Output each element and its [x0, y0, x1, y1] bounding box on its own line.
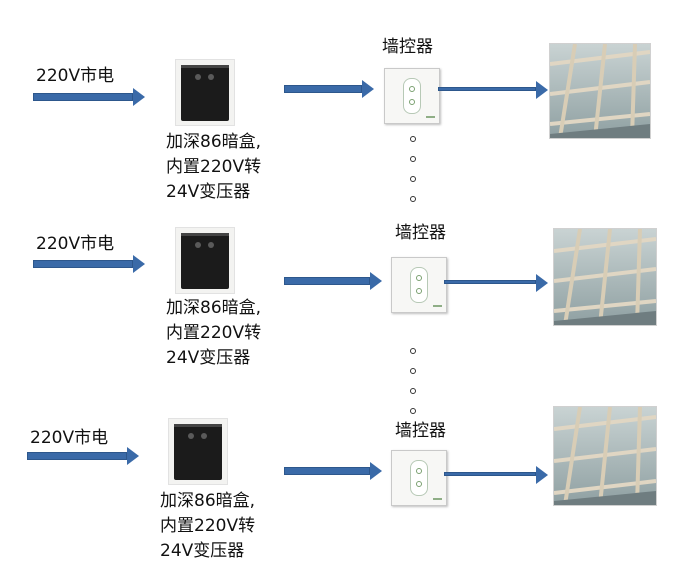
continuation-dot: [410, 348, 416, 354]
box-desc-line1: 加深86暗盒,: [160, 491, 256, 511]
box-desc-line1: 加深86暗盒,: [166, 298, 262, 318]
continuation-dot: [410, 196, 416, 202]
box-to-wall-arrow: [284, 462, 382, 480]
wall-controller-icon: [391, 450, 447, 506]
box-to-wall-arrow: [284, 272, 382, 290]
skylight-photo: [553, 406, 657, 506]
box-desc-line1: 加深86暗盒,: [166, 132, 262, 152]
box-desc-line3: 24V变压器: [166, 182, 251, 202]
wall-label: 墙控器: [395, 421, 446, 441]
wall-label: 墙控器: [382, 37, 433, 57]
wall-label: 墙控器: [395, 223, 446, 243]
continuation-dot: [410, 136, 416, 142]
wall-to-skylight-arrow: [438, 81, 548, 99]
skylight-photo: [553, 228, 657, 326]
row-2: 220V市电 加深86暗盒, 内置220V转 24V变压器 墙控器: [0, 0, 688, 368]
skylight-photo: [549, 43, 651, 139]
continuation-dot: [410, 156, 416, 162]
row-1: 220V市电 加深86暗盒, 内置220V转 24V变压器 墙控器: [0, 0, 688, 202]
input-arrow: [27, 447, 139, 465]
input-arrow: [33, 88, 145, 106]
wall-controller-icon: [384, 68, 440, 124]
row-3: 220V市电 加深86暗盒, 内置220V转 24V变压器 墙控器: [0, 0, 688, 561]
continuation-dot: [410, 176, 416, 182]
box-to-wall-arrow: [284, 80, 374, 98]
box-desc-line2: 内置220V转: [160, 516, 256, 536]
box-desc-line2: 内置220V转: [166, 323, 262, 343]
wall-controller-icon: [391, 257, 447, 313]
continuation-dot: [410, 408, 416, 414]
continuation-dot: [410, 368, 416, 374]
continuation-dot: [410, 388, 416, 394]
box-desc-line3: 24V变压器: [166, 348, 251, 368]
input-arrow: [33, 255, 145, 273]
input-label: 220V市电: [36, 66, 115, 86]
junction-box-icon: [175, 59, 235, 126]
junction-box-icon: [175, 227, 235, 294]
wall-to-skylight-arrow: [444, 466, 548, 484]
box-desc-line2: 内置220V转: [166, 157, 262, 177]
input-label: 220V市电: [30, 428, 109, 448]
box-desc-line3: 24V变压器: [160, 541, 245, 561]
wall-to-skylight-arrow: [444, 274, 548, 292]
input-label: 220V市电: [36, 234, 115, 254]
junction-box-icon: [168, 418, 228, 485]
